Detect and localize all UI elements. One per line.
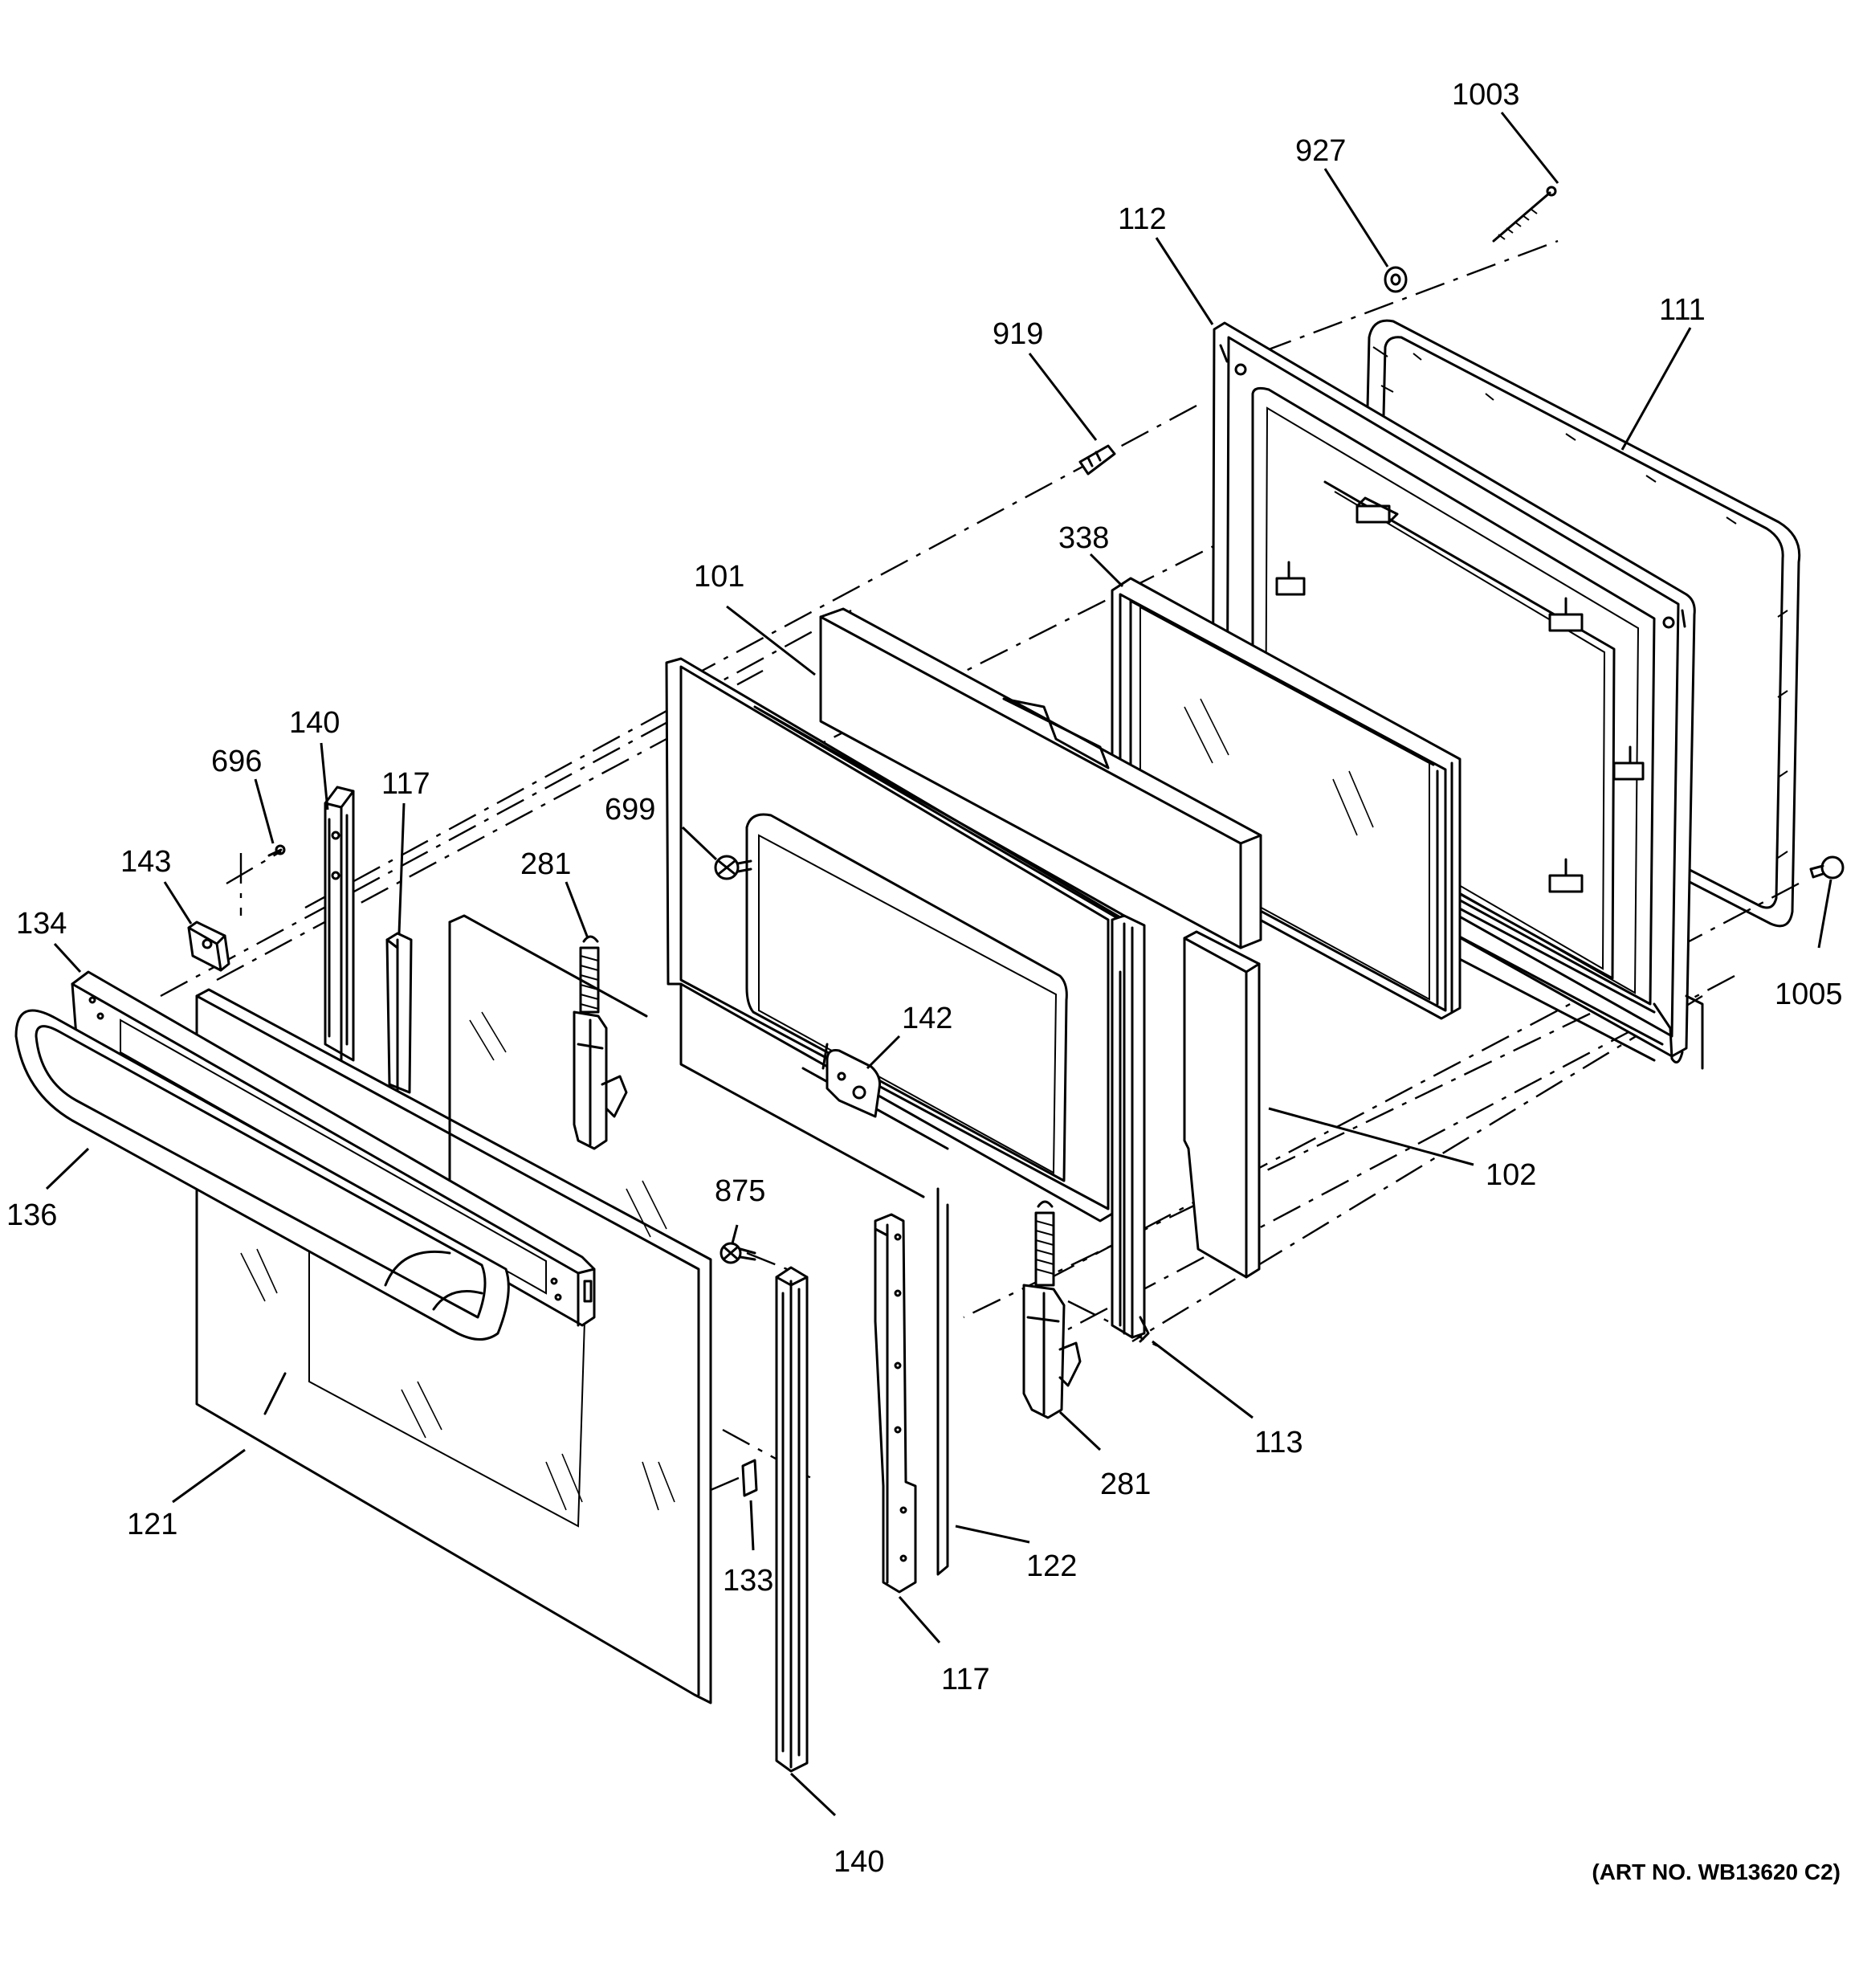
part-122-inner-panel (665, 657, 1126, 1576)
label-143: 143 (120, 845, 171, 879)
part-281-hinge-right (1022, 1200, 1082, 1419)
label-875: 875 (715, 1174, 765, 1208)
label-140-upper: 140 (289, 706, 340, 740)
part-927-washer (1384, 266, 1408, 293)
label-101: 101 (694, 560, 744, 594)
part-140-channel-upper (324, 786, 355, 1062)
label-696: 696 (211, 745, 262, 778)
label-117-lower: 117 (941, 1663, 990, 1696)
part-142-hinge-bracket (826, 1049, 881, 1118)
label-927: 927 (1295, 134, 1346, 168)
label-281-upper: 281 (520, 847, 571, 881)
label-111: 111 (1659, 293, 1706, 327)
art-number: (ART NO. WB13620 C2) (1592, 1859, 1841, 1884)
part-101-top-insulation (819, 607, 1262, 949)
part-696-screw (267, 844, 286, 857)
label-699: 699 (605, 793, 655, 827)
label-140-lower: 140 (834, 1845, 884, 1879)
part-labels: 1003 927 112 111 919 338 101 140 696 117… (6, 78, 1843, 1879)
part-919-pin (1078, 444, 1116, 476)
label-142: 142 (902, 1002, 952, 1035)
part-1003-screw (1492, 186, 1557, 243)
part-1005-screw (1809, 855, 1845, 880)
part-140-channel-lower (775, 1266, 809, 1773)
label-113: 113 (1254, 1426, 1303, 1459)
label-919: 919 (993, 317, 1043, 351)
label-281-lower: 281 (1100, 1468, 1151, 1501)
label-136: 136 (6, 1198, 57, 1232)
part-117-channel-upper (385, 932, 413, 1094)
label-133: 133 (723, 1564, 773, 1598)
part-281-hinge-left (573, 935, 628, 1150)
label-134: 134 (16, 907, 67, 941)
part-136-handle (14, 1009, 510, 1341)
part-699-screw (714, 855, 752, 880)
part-143-bracket (187, 921, 230, 972)
part-117-channel-lower (874, 1213, 917, 1594)
label-117-upper: 117 (381, 767, 430, 801)
leader-lines (45, 112, 1832, 1817)
label-1003: 1003 (1452, 78, 1520, 112)
part-113-side-channel (1111, 914, 1150, 1343)
label-1005: 1005 (1775, 978, 1843, 1011)
label-112: 112 (1118, 202, 1167, 236)
glass-panel-rear (448, 914, 667, 1238)
part-338-glass-pack (1111, 577, 1461, 1020)
label-121: 121 (127, 1508, 177, 1541)
part-133-clip (741, 1459, 758, 1497)
part-875-screw (720, 1242, 756, 1264)
label-102: 102 (1486, 1158, 1536, 1192)
label-122: 122 (1026, 1549, 1077, 1583)
label-338: 338 (1058, 521, 1109, 555)
part-102-side-insulation (1183, 930, 1261, 1279)
